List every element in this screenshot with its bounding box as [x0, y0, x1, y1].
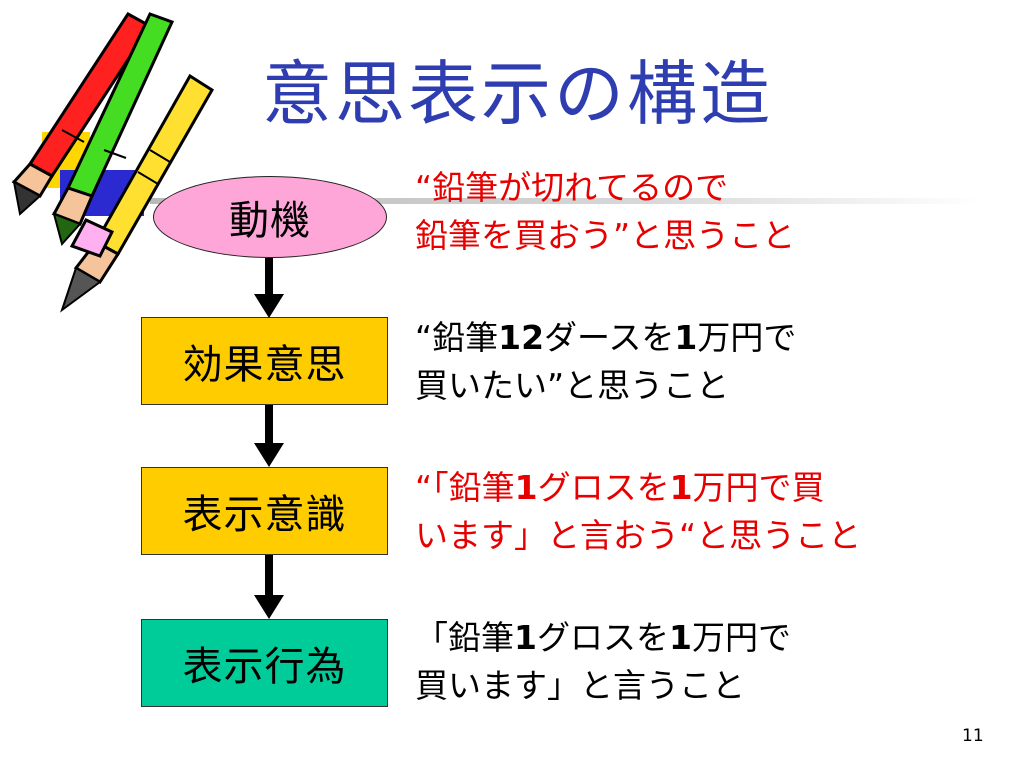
page-title: 意思表示の構造: [262, 53, 773, 135]
expression-awareness-description: “「鉛筆1グロスを1万円で買 います」と言おう“と思うこと: [415, 464, 861, 560]
expression-awareness-description-line1: “「鉛筆1グロスを1万円で買: [415, 464, 861, 512]
price-number: 1: [668, 618, 692, 657]
price-number: 1: [669, 468, 693, 507]
expression-awareness-description-line2: います」と言おう“と思うこと: [415, 516, 862, 555]
effect-intent-description-line2: 買いたい”と思うこと: [415, 366, 730, 405]
expression-act-description: 「鉛筆1グロスを1万円で 買います」と言うこと: [415, 614, 791, 710]
text-segment: ダースを: [544, 318, 675, 357]
quantity-number: 1: [514, 468, 538, 507]
yellow-pencil: [60, 73, 215, 313]
red-pencil: [11, 12, 153, 216]
down-arrow-icon: [254, 258, 284, 318]
pink-pencil-tip: [69, 218, 115, 258]
expression-act-description-line2: 買います」と言うこと: [415, 666, 745, 705]
motive-node: 動機: [153, 176, 387, 258]
down-arrow-icon: [254, 555, 284, 619]
effect-intent-description-line1: “鉛筆12ダースを1万円で: [415, 314, 796, 362]
text-segment: 万円で買: [692, 468, 825, 507]
effect-intent-description: “鉛筆12ダースを1万円で 買いたい”と思うこと: [415, 314, 796, 410]
pencils-icon: [11, 12, 215, 313]
motive-description: “鉛筆が切れてるので 鉛筆を買おう”と思うこと: [415, 164, 795, 260]
text-segment: 万円で: [697, 318, 797, 357]
motive-description-line1: “鉛筆が切れてるので: [415, 168, 729, 207]
effect-intent-node: 効果意思: [141, 317, 388, 405]
green-pencil: [51, 12, 175, 247]
quantity-number: 12: [498, 318, 545, 357]
down-arrow-icon: [254, 405, 284, 467]
text-segment: 万円で: [691, 618, 791, 657]
text-segment: グロスを: [537, 468, 670, 507]
text-segment: 「鉛筆: [415, 618, 514, 657]
price-number: 1: [674, 318, 698, 357]
text-segment: “鉛筆: [415, 318, 499, 357]
expression-awareness-node: 表示意識: [141, 467, 388, 555]
text-segment: “「鉛筆: [415, 468, 515, 507]
expression-act-node: 表示行為: [141, 619, 388, 707]
expression-act-description-line1: 「鉛筆1グロスを1万円で: [415, 614, 791, 662]
page-number: 11: [962, 726, 984, 746]
text-segment: グロスを: [536, 618, 669, 657]
title-divider: [150, 198, 980, 204]
motive-description-line2: 鉛筆を買おう”と思うこと: [415, 216, 796, 255]
quantity-number: 1: [514, 618, 537, 657]
